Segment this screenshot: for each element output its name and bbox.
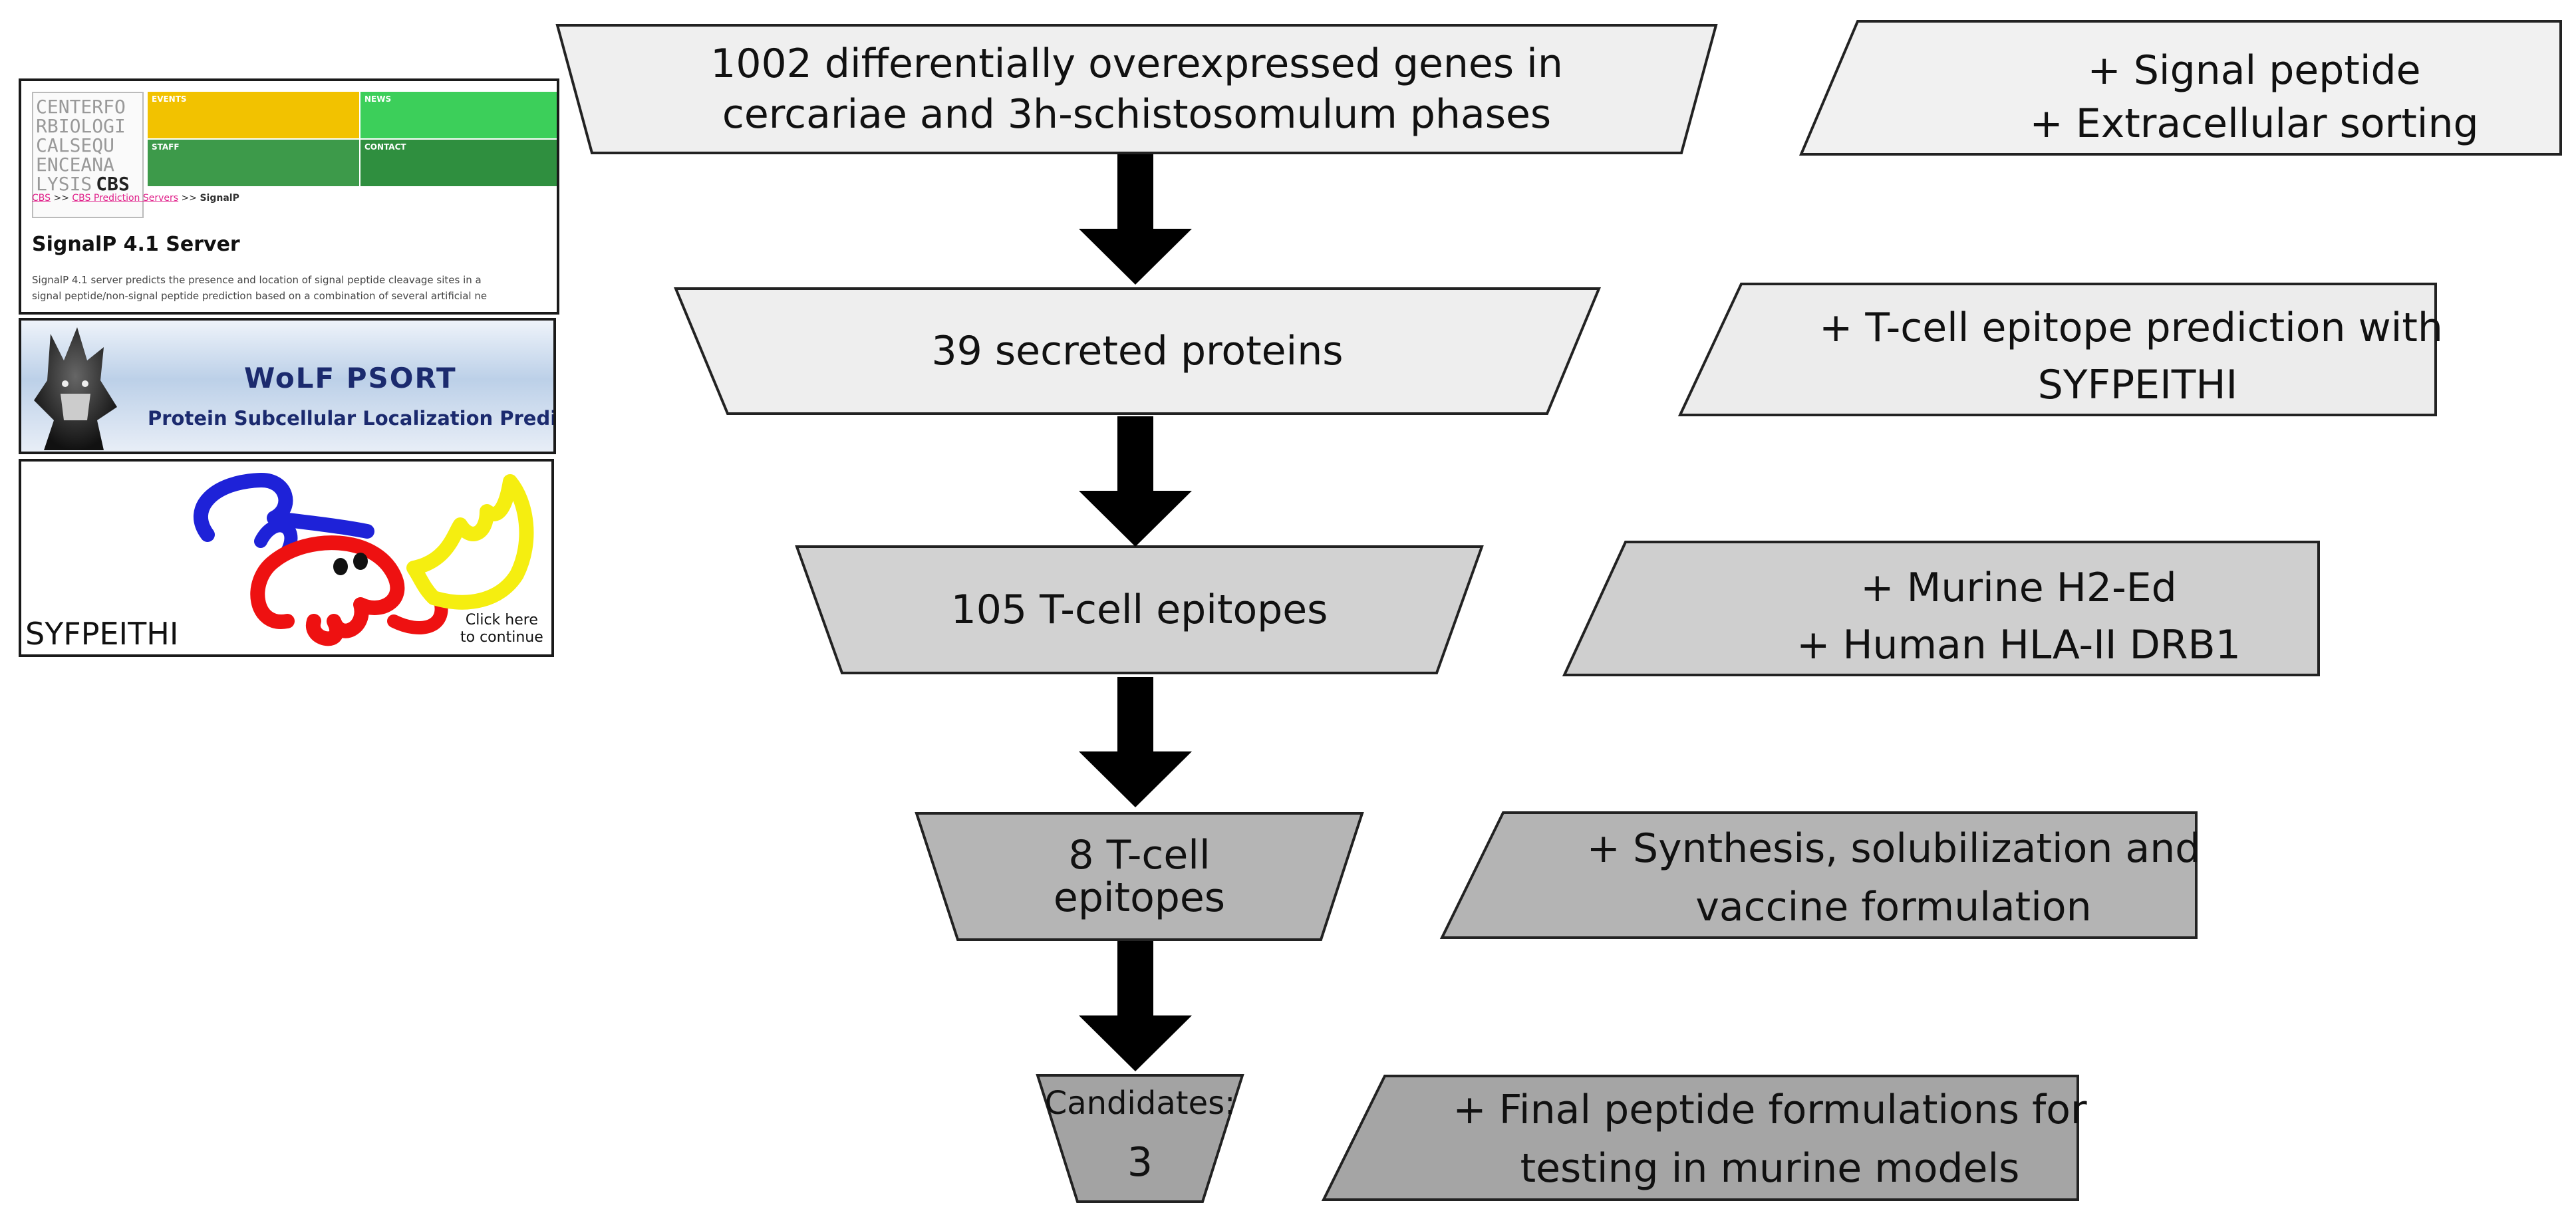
nav-events[interactable]: EVENTS xyxy=(148,92,359,138)
wolf-subtitle: Protein Subcellular Localization Predict… xyxy=(148,407,556,430)
step-genes-line-1: 1002 differentially overexpressed genes … xyxy=(710,41,1563,87)
syfpeithi-logo xyxy=(193,473,534,646)
note-hla-line-1: + Murine H2-Ed xyxy=(1860,565,2177,611)
step-tcell-epitopes: 105 T-cell epitopes xyxy=(795,545,1484,674)
step-candidates-label: Candidates: xyxy=(1044,1085,1236,1122)
step-secreted-proteins: 39 secreted proteins xyxy=(674,287,1601,415)
step-8-epitopes-line-2: epitopes xyxy=(1053,874,1226,921)
note-signal-peptide: + Signal peptide + Extracellular sorting xyxy=(1798,20,2562,156)
step-genes-line-2: cercariae and 3h-schistosomulum phases xyxy=(722,91,1552,138)
syfpeithi-screenshot: SYFPEITHI Click here to continue xyxy=(19,459,554,657)
step-8-epitopes: 8 T-cell epitopes xyxy=(915,812,1364,941)
note-final-formulations-line-1: + Final peptide formulations for xyxy=(1453,1087,2087,1133)
step-genes: 1002 differentially overexpressed genes … xyxy=(555,24,1718,154)
note-final-formulations-line-2: testing in murine models xyxy=(1520,1145,2020,1192)
note-epitope-prediction-line-2: SYFPEITHI xyxy=(2037,361,2238,408)
signalp-title: SignalP 4.1 Server xyxy=(32,233,240,256)
note-hla-line-2: + Human HLA-II DRB1 xyxy=(1796,622,2241,668)
note-epitope-prediction: + T-cell epitope prediction with SYFPEIT… xyxy=(1677,283,2443,416)
step-secreted-proteins-label: 39 secreted proteins xyxy=(931,328,1344,374)
arrow-down-4 xyxy=(1079,941,1192,1071)
step-8-epitopes-line-1: 8 T-cell xyxy=(1068,832,1211,878)
note-epitope-prediction-line-1: + T-cell epitope prediction with xyxy=(1819,304,2443,351)
click-here-link[interactable]: Click here to continue xyxy=(460,612,543,646)
wolf-image xyxy=(34,327,117,450)
wolfpsort-screenshot: WoLF PSORT Protein Subcellular Localizat… xyxy=(19,318,556,454)
note-synthesis-line-2: vaccine formulation xyxy=(1695,884,2092,930)
signalp-desc-2: signal peptide/non-signal peptide predic… xyxy=(32,290,488,302)
step-candidates: Candidates: 3 xyxy=(1036,1074,1244,1203)
nav-contact[interactable]: CONTACT xyxy=(360,140,557,186)
step-candidates-count: 3 xyxy=(1127,1139,1153,1186)
breadcrumb-cbs-link[interactable]: CBS xyxy=(32,193,51,203)
note-signal-peptide-line-1: + Signal peptide xyxy=(2087,47,2421,94)
note-synthesis-line-1: + Synthesis, solubilization and xyxy=(1586,825,2201,872)
syfpeithi-name: SYFPEITHI xyxy=(25,616,179,652)
step-tcell-epitopes-label: 105 T-cell epitopes xyxy=(950,587,1328,633)
nav-news[interactable]: NEWS xyxy=(360,92,557,138)
note-signal-peptide-line-2: + Extracellular sorting xyxy=(2029,100,2479,147)
signalp-desc-1: SignalP 4.1 server predicts the presence… xyxy=(32,274,482,286)
arrow-down-2 xyxy=(1079,416,1192,547)
arrow-down-3 xyxy=(1079,677,1192,807)
note-final-formulations: + Final peptide formulations for testing… xyxy=(1321,1075,2087,1201)
note-synthesis: + Synthesis, solubilization and vaccine … xyxy=(1439,811,2200,939)
breadcrumb: CBS >> CBS Prediction Servers >> SignalP xyxy=(32,193,239,203)
nav-staff[interactable]: STAFF xyxy=(148,140,359,186)
wolf-title: WoLF PSORT xyxy=(244,362,457,394)
breadcrumb-servers-link[interactable]: CBS Prediction Servers xyxy=(72,193,179,203)
note-hla: + Murine H2-Ed + Human HLA-II DRB1 xyxy=(1562,541,2320,676)
arrow-down-1 xyxy=(1079,154,1192,285)
